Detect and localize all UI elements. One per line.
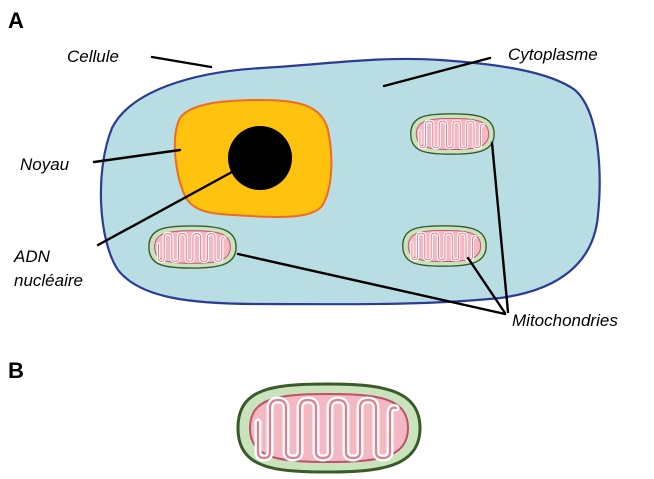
mitochondrion-detail — [238, 384, 420, 472]
label-noyau: Noyau — [20, 155, 70, 174]
panel-letter-b: B — [8, 358, 24, 383]
leader-cellule — [152, 57, 211, 67]
label-adn-line1: ADN — [13, 247, 51, 266]
label-cellule: Cellule — [67, 47, 119, 66]
mitochondrion-lower-right — [403, 226, 486, 266]
label-cytoplasme: Cytoplasme — [508, 45, 598, 64]
panel-letter-a: A — [8, 8, 24, 33]
label-adn-line2: nucléaire — [14, 271, 83, 290]
mitochondrion-lower-left — [149, 226, 236, 268]
label-mitochondries: Mitochondries — [512, 311, 618, 330]
mitochondrion-upper-right — [411, 114, 494, 154]
nuclear-dna — [228, 126, 292, 190]
